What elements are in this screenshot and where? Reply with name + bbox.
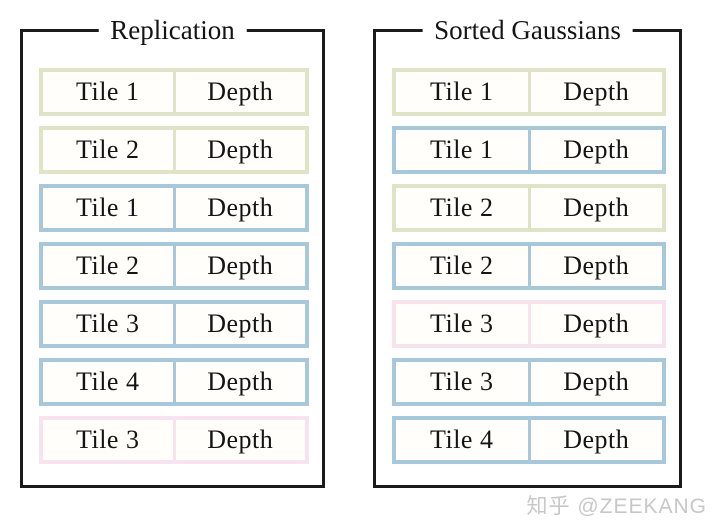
- depth-cell: Depth: [530, 72, 662, 112]
- depth-cell: Depth: [530, 246, 662, 286]
- depth-cell: Depth: [175, 246, 305, 286]
- tile-cell: Tile 2: [396, 246, 528, 286]
- tile-cell: Tile 4: [396, 420, 528, 460]
- depth-cell: Depth: [175, 304, 305, 344]
- tile-cell: Tile 1: [396, 130, 528, 170]
- depth-cell: Depth: [175, 72, 305, 112]
- tile-cell: Tile 3: [396, 304, 528, 344]
- depth-cell: Depth: [175, 362, 305, 402]
- depth-cell: Depth: [530, 362, 662, 402]
- watermark: 知乎 @ZEEKANG: [526, 494, 707, 518]
- depth-cell: Depth: [175, 188, 305, 228]
- depth-cell: Depth: [175, 130, 305, 170]
- panel-title-replication: Replication: [98, 13, 247, 47]
- panel-title-sorted-gaussians: Sorted Gaussians: [422, 13, 633, 47]
- tile-cell: Tile 3: [43, 420, 173, 460]
- depth-cell: Depth: [530, 304, 662, 344]
- tile-cell: Tile 3: [43, 304, 173, 344]
- tile-cell: Tile 2: [43, 130, 173, 170]
- depth-cell: Depth: [530, 130, 662, 170]
- tile-cell: Tile 2: [396, 188, 528, 228]
- tile-cell: Tile 1: [43, 72, 173, 112]
- tile-cell: Tile 3: [396, 362, 528, 402]
- tile-cell: Tile 1: [396, 72, 528, 112]
- depth-cell: Depth: [530, 420, 662, 460]
- tile-cell: Tile 1: [43, 188, 173, 228]
- tile-cell: Tile 2: [43, 246, 173, 286]
- tile-cell: Tile 4: [43, 362, 173, 402]
- depth-cell: Depth: [175, 420, 305, 460]
- depth-cell: Depth: [530, 188, 662, 228]
